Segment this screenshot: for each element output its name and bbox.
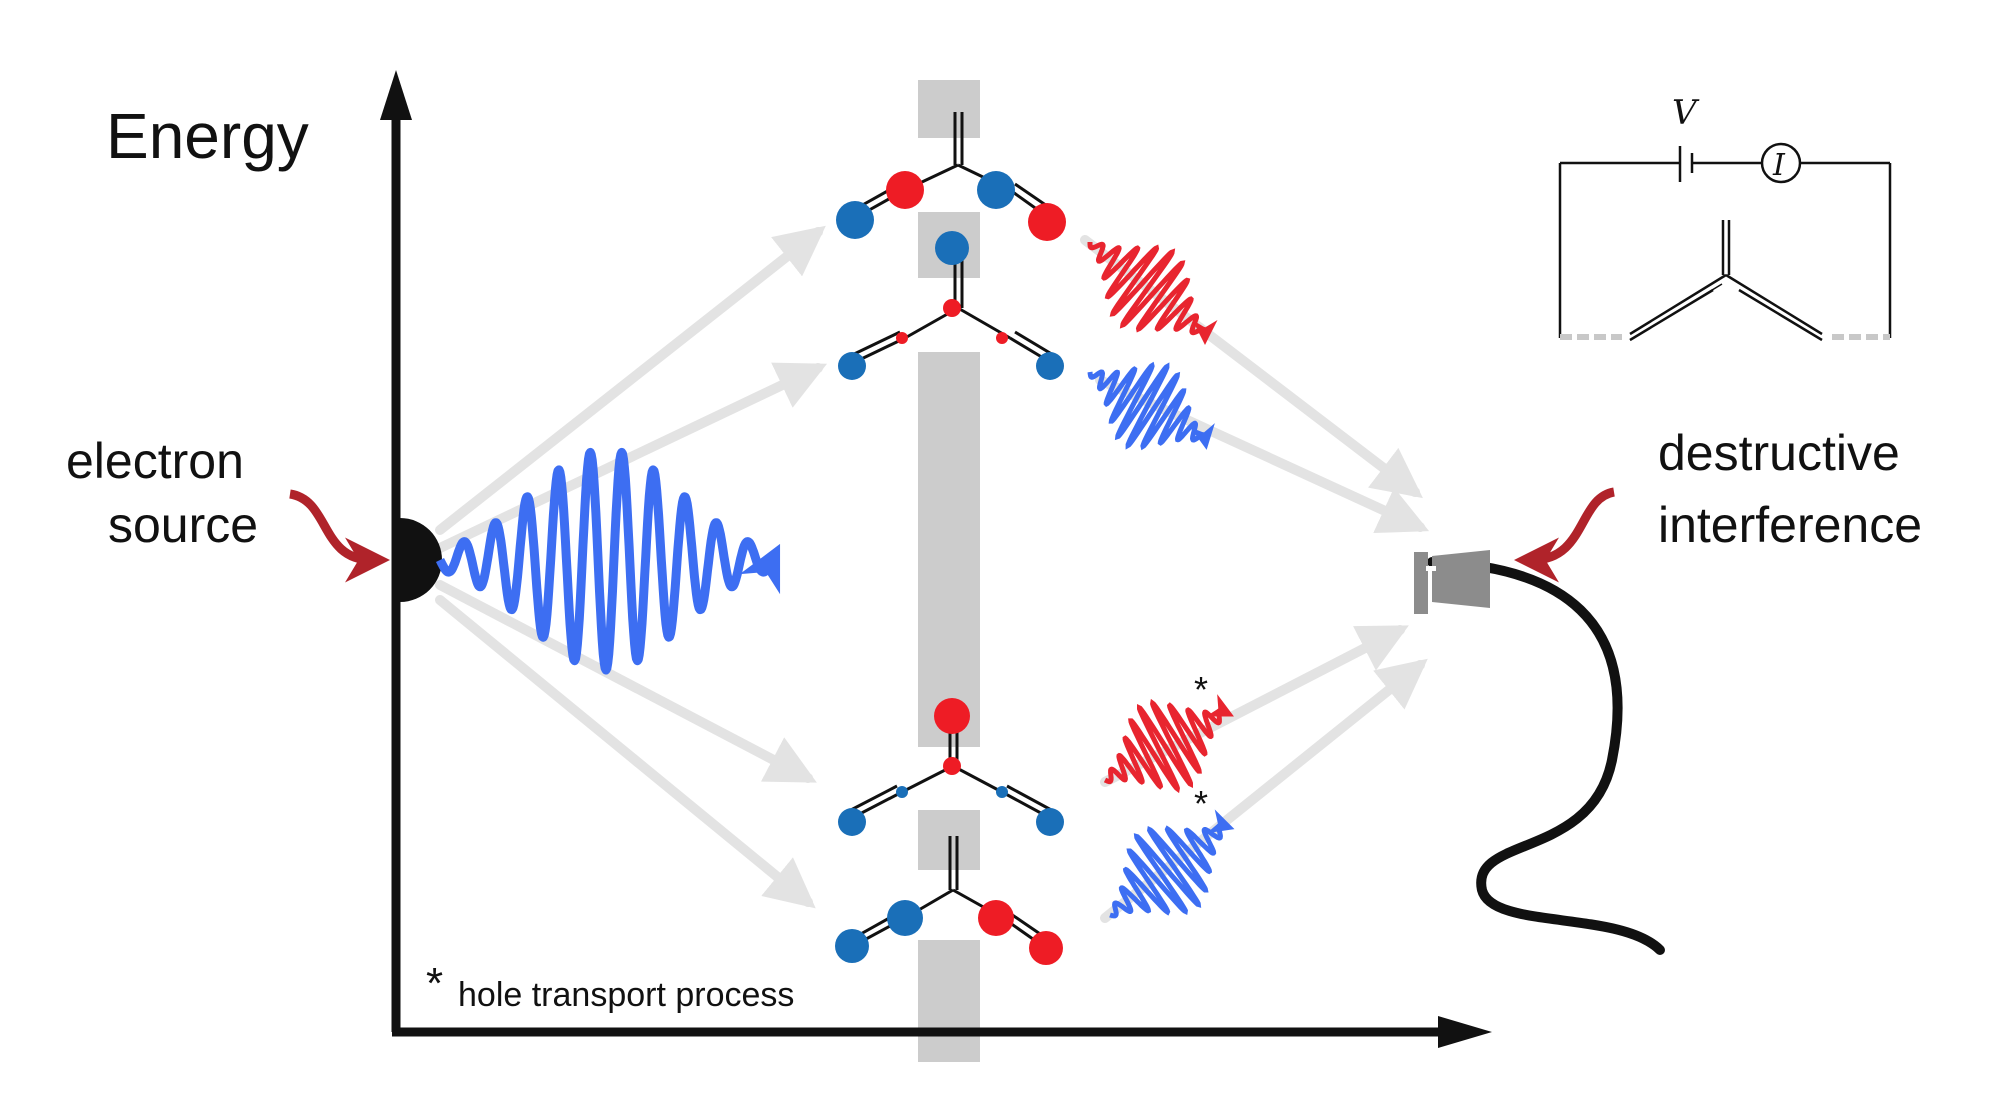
molecule-state-3 (838, 698, 1064, 836)
atom-red (896, 332, 908, 344)
atom-blue (838, 808, 866, 836)
x-axis-arrowhead (1438, 1016, 1492, 1048)
atom-red (996, 332, 1008, 344)
atom-blue (1036, 808, 1064, 836)
circuit-schematic (1558, 142, 1892, 342)
atom-blue (835, 929, 869, 963)
atom-blue (836, 201, 874, 239)
footnote-star: * (426, 959, 443, 1008)
atom-blue (996, 786, 1008, 798)
footnote-text: hole transport process (458, 976, 794, 1014)
wavepacket-blue (1087, 361, 1215, 451)
atom-red (943, 757, 961, 775)
atom-red (934, 698, 970, 734)
path-arrow (435, 580, 817, 783)
atom-blue (935, 231, 969, 265)
atom-blue (838, 352, 866, 380)
atom-blue (1036, 352, 1064, 380)
path-arrow (1080, 235, 1423, 499)
electron-source-label-line2: source (108, 497, 258, 553)
path-arrow (435, 595, 816, 909)
path-arrow (1095, 375, 1430, 534)
path-arrow (435, 225, 826, 535)
atom-blue (896, 786, 908, 798)
wavepacket-red-hole (1103, 694, 1234, 794)
electron-wavepacket (435, 447, 781, 675)
electron-source-label-line1: electron (66, 433, 244, 489)
hole-star-1: * (1194, 669, 1208, 710)
energy-axes (380, 70, 1492, 1048)
atom-blue (887, 900, 923, 936)
energy-bar (918, 80, 980, 138)
circuit-voltage-label: V (1672, 93, 1700, 133)
path-arrow (435, 362, 828, 553)
wavepacket-blue-hole (1109, 809, 1235, 919)
atom-red (943, 299, 961, 317)
source-pointer-arrow (288, 489, 390, 583)
interference-pointer-arrow (1514, 487, 1616, 583)
energy-level-bars (918, 80, 980, 1062)
y-axis-arrowhead (380, 70, 412, 120)
wavepacket-red (1087, 241, 1218, 345)
energy-axis-label: Energy (106, 100, 309, 172)
atom-red (1028, 203, 1066, 241)
destructive-interference-label-line1: destructive (1658, 425, 1900, 481)
hole-star-2: * (1194, 783, 1208, 824)
destructive-interference-label-line2: interference (1658, 497, 1922, 553)
atom-red (886, 171, 924, 209)
energy-bar (918, 352, 980, 747)
atom-red (1029, 931, 1063, 965)
molecule-state-1 (836, 112, 1066, 241)
circuit-current-label: I (1772, 148, 1786, 183)
plug-connector-icon (1414, 550, 1665, 955)
path-arrow (1100, 658, 1428, 923)
transport-paths (435, 225, 1430, 923)
atom-red (978, 900, 1014, 936)
molecule-state-2 (838, 231, 1064, 380)
atom-blue (977, 171, 1015, 209)
molecule-state-4 (835, 836, 1063, 965)
energy-bar (918, 940, 980, 1062)
electron-source-dot (400, 518, 442, 602)
